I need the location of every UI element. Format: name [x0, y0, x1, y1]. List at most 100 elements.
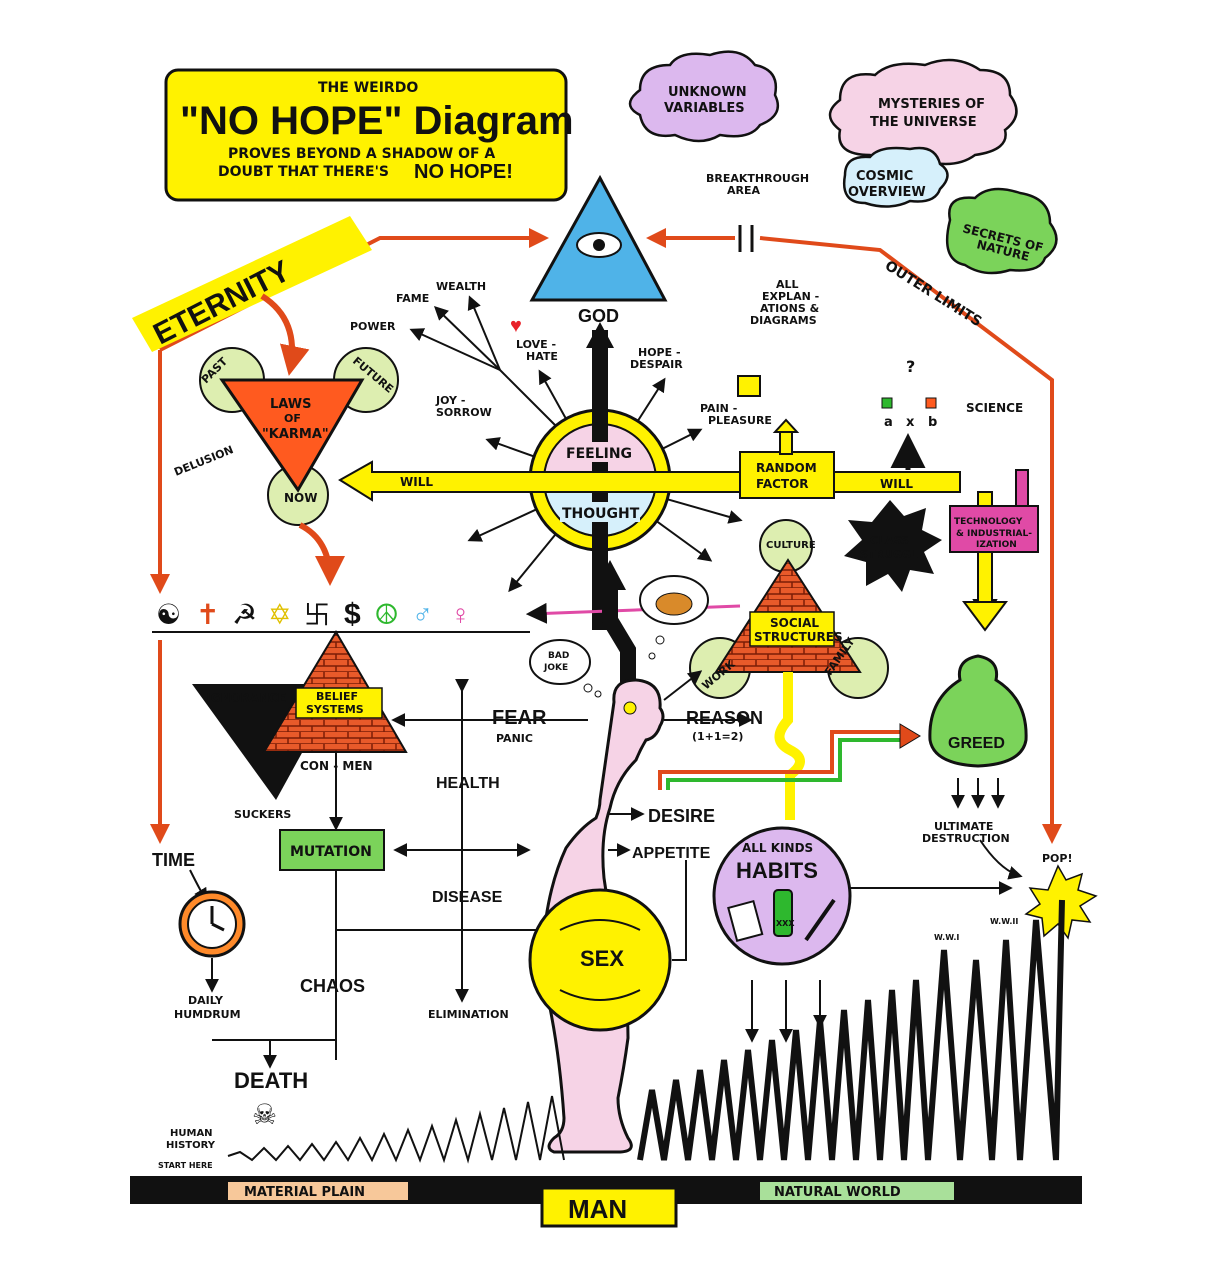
title-line1: THE WEIRDO: [318, 80, 418, 96]
belief-systems: IGNORANCE BELIEF SYSTEMS CON - MEN SUCKE…: [192, 630, 408, 821]
title-line3: PROVES BEYOND A SHADOW OF A: [228, 146, 495, 162]
svg-text:WILL: WILL: [880, 477, 913, 491]
svg-text:SCIENCE: SCIENCE: [966, 401, 1023, 415]
elimination-label: ELIMINATION: [428, 1008, 509, 1021]
svg-text:XXX: XXX: [776, 919, 795, 928]
habits-circle: ALL KINDS HABITS XXX: [712, 826, 852, 966]
panic-label: PANIC: [496, 732, 533, 745]
svg-text:POP!: POP!: [1042, 852, 1073, 865]
svg-text:W.W.I: W.W.I: [934, 933, 959, 942]
swastika-icon: 卐: [304, 600, 330, 630]
cloud-mysteries-of-the-universe: MYSTERIES OF THE UNIVERSE: [828, 58, 1018, 166]
time-label: TIME: [152, 850, 195, 870]
svg-text:START HERE: START HERE: [158, 1161, 213, 1170]
svg-text:DAILY: DAILY: [188, 994, 224, 1007]
svg-text:BELIEF: BELIEF: [316, 690, 358, 703]
man-label: MAN: [568, 1194, 627, 1224]
reason-snake: [774, 672, 805, 820]
cloud-unknown-variables: UNKNOWN VARIABLES: [628, 50, 780, 143]
sex-circle: SEX: [528, 888, 672, 1032]
svg-text:a: a: [884, 415, 893, 430]
svg-text:BAD: BAD: [548, 651, 569, 661]
svg-text:ULTIMATE: ULTIMATE: [934, 820, 993, 833]
svg-text:OF: OF: [284, 412, 301, 425]
svg-text:HATE: HATE: [526, 350, 558, 363]
svg-text:& INDUSTRIAL-: & INDUSTRIAL-: [956, 529, 1032, 539]
title-line4: DOUBT THAT THERE'S: [218, 164, 389, 180]
skull-icon: ☠: [252, 1099, 277, 1130]
class-struggle-burst: CLASS STRUGGLE: [844, 500, 942, 592]
svg-text:UNKNOWN: UNKNOWN: [668, 85, 747, 100]
svg-text:CULTURE: CULTURE: [766, 540, 816, 551]
sex-label: SEX: [580, 946, 624, 971]
svg-text:"KARMA": "KARMA": [262, 427, 329, 442]
svg-text:HUMDRUM: HUMDRUM: [174, 1008, 241, 1021]
fear-label: FEAR: [492, 707, 547, 729]
title-no-hope: NO HOPE!: [414, 161, 513, 183]
svg-text:FACTOR: FACTOR: [756, 477, 809, 491]
svg-text:COSMIC: COSMIC: [856, 169, 913, 184]
svg-text:?: ?: [906, 357, 915, 376]
svg-text:RANDOM: RANDOM: [756, 461, 817, 475]
mutation-box: MUTATION: [279, 829, 385, 871]
svg-text:FEELING: FEELING: [566, 446, 632, 462]
power-fame-wealth-arrows: [409, 295, 561, 431]
svg-text:LOVE -: LOVE -: [516, 338, 556, 351]
svg-text:STRUCTURES: STRUCTURES: [754, 630, 843, 644]
man-to-thought-arrow: [602, 585, 636, 690]
svg-text:SYSTEMS: SYSTEMS: [306, 703, 364, 716]
svg-text:JOY -: JOY -: [435, 394, 465, 407]
svg-text:HOPE -: HOPE -: [638, 346, 681, 359]
peace-icon: ☮: [374, 599, 399, 630]
svg-text:W.W.II: W.W.II: [990, 917, 1018, 926]
clock-icon: [178, 890, 246, 958]
eternity-banner: ETERNITY: [132, 216, 372, 352]
cloud-cosmic-overview: COSMIC OVERVIEW: [842, 146, 949, 208]
svg-text:NOW: NOW: [284, 491, 317, 505]
social-structures-pyramid: CULTURE SOCIAL STRUCTURES WORK FAMILY: [689, 519, 889, 699]
reason-label: REASON: [686, 708, 763, 728]
bad-joke-bubble: BAD JOKE: [529, 639, 602, 698]
svg-text:WILL: WILL: [400, 475, 433, 489]
svg-text:IGNORANCE: IGNORANCE: [206, 691, 286, 705]
food-thought-bubble: [639, 575, 709, 660]
bottom-bar: MATERIAL PLAIN NATURAL WORLD MAN: [130, 1176, 1082, 1228]
svg-text:SOCIAL: SOCIAL: [770, 616, 819, 630]
god-label: GOD: [578, 306, 619, 326]
science-math: ? a x b SCIENCE: [881, 357, 1023, 470]
svg-text:HUMAN: HUMAN: [170, 1128, 213, 1139]
svg-text:SORROW: SORROW: [436, 406, 492, 419]
svg-text:DIAGRAMS: DIAGRAMS: [750, 314, 817, 327]
laws-of-karma: PAST FUTURE NOW LAWS OF "KARMA": [199, 293, 399, 586]
svg-text:LAWS: LAWS: [270, 397, 311, 412]
lightning-icon: [737, 375, 761, 397]
svg-text:MUTATION: MUTATION: [290, 844, 372, 860]
male-icon: ♂: [412, 599, 433, 630]
hammer-sickle-icon: ☭: [232, 599, 257, 630]
yin-yang-icon: ☯: [156, 599, 181, 630]
dollar-icon: $: [344, 598, 361, 631]
svg-text:MYSTERIES OF: MYSTERIES OF: [878, 97, 985, 112]
svg-text:x: x: [906, 415, 915, 430]
desire-label: DESIRE: [648, 806, 715, 826]
svg-text:ALL KINDS: ALL KINDS: [742, 841, 813, 855]
svg-text:OVERVIEW: OVERVIEW: [848, 185, 926, 200]
svg-text:WEALTH: WEALTH: [436, 280, 486, 293]
svg-text:POWER: POWER: [350, 320, 396, 333]
svg-text:BREAKTHROUGH: BREAKTHROUGH: [706, 172, 809, 185]
death-label: DEATH: [234, 1068, 308, 1093]
svg-text:SUCKERS: SUCKERS: [234, 808, 291, 821]
svg-text:FAME: FAME: [396, 292, 429, 305]
technology-factory: TECHNOLOGY & INDUSTRIAL- IZATION: [949, 469, 1039, 553]
random-factor-box: RANDOM FACTOR: [739, 418, 835, 499]
svg-text:GREED: GREED: [948, 735, 1005, 752]
svg-text:EXPLAN -: EXPLAN -: [762, 290, 819, 303]
svg-text:PLEASURE: PLEASURE: [708, 414, 772, 427]
svg-text:JOKE: JOKE: [543, 663, 568, 673]
svg-text:DESTRUCTION: DESTRUCTION: [922, 832, 1010, 845]
svg-text:STRUGGLE: STRUGGLE: [860, 548, 925, 561]
star-of-david-icon: ✡: [268, 599, 291, 630]
pop-explosion: POP! W.W.I W.W.II: [934, 852, 1098, 942]
natural-world-label: NATURAL WORLD: [774, 1185, 901, 1200]
greed-money-bag: GREED ULTIMATE DESTRUCTION: [922, 654, 1028, 845]
